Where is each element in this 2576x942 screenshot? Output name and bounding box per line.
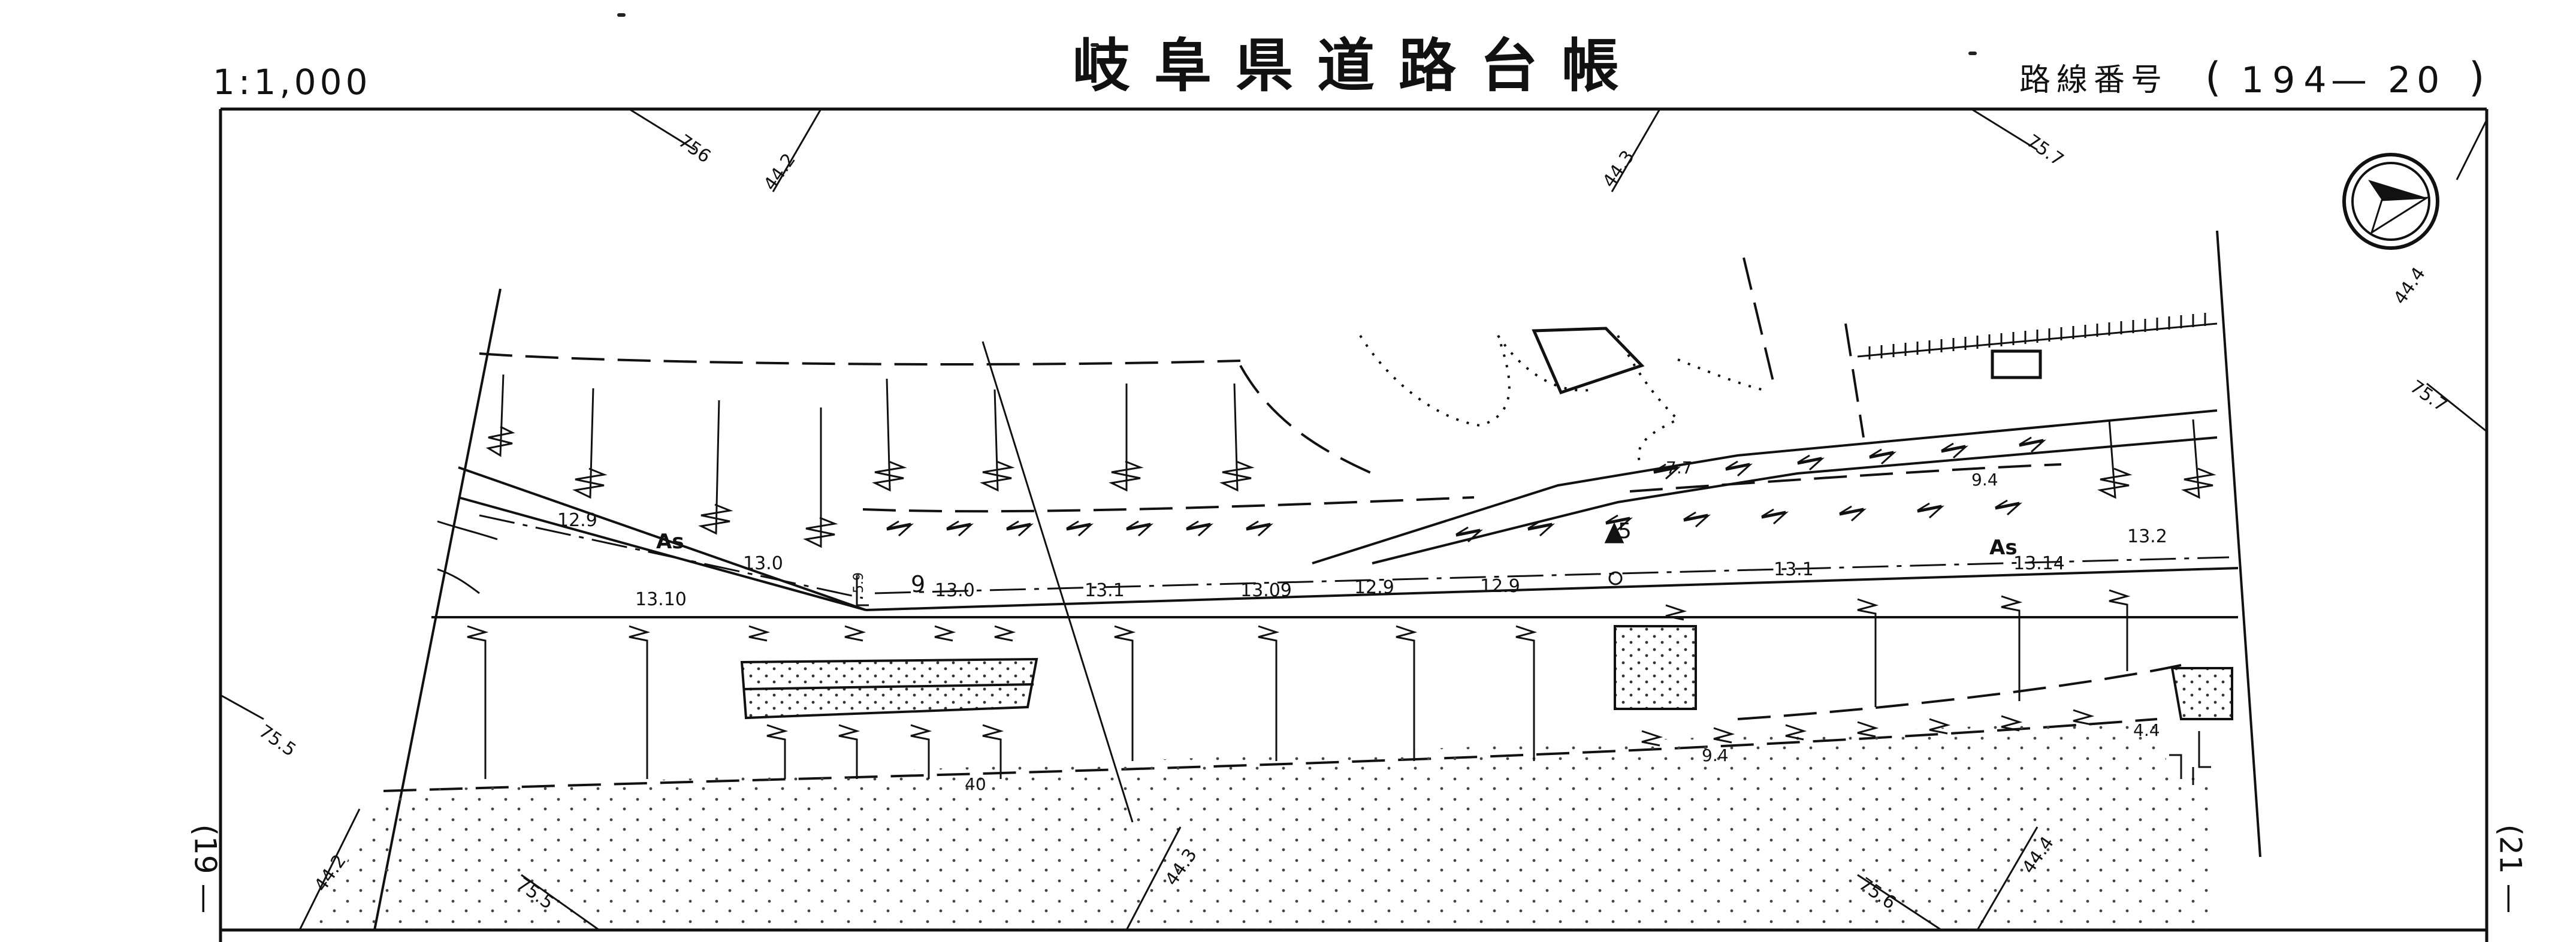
elevation-label: 12.9 xyxy=(1480,576,1520,597)
elevation-label: 13.1 xyxy=(1085,580,1125,601)
slope-marks-lower xyxy=(467,589,2194,785)
dashed-boundaries xyxy=(383,257,2182,792)
grid-tick-label: 75.7 xyxy=(2406,376,2451,416)
scan-speck xyxy=(1968,52,1977,55)
vegetation-boundary xyxy=(1359,334,1762,468)
road-centerline xyxy=(479,514,2230,599)
shaded-areas xyxy=(312,625,2233,930)
pavement-label-right: As xyxy=(1989,536,2018,560)
elevation-label: 12.9 xyxy=(557,510,597,531)
route-number-label: 路線番号 xyxy=(2019,62,2169,98)
pavement-label: As xyxy=(656,530,684,554)
page-title: 岐阜県道路台帳 xyxy=(1073,32,1643,99)
elevation-label: 13.10 xyxy=(635,589,687,610)
elevation-label: 13.1 xyxy=(1774,559,1814,580)
slope-marks xyxy=(485,374,2216,548)
road-edges xyxy=(431,409,2239,618)
point-label: 5 xyxy=(1618,519,1632,544)
route-number: 194 xyxy=(2241,59,2335,101)
elevation-label: 13.0 xyxy=(743,553,783,574)
other-lines xyxy=(437,341,2211,823)
north-arrow-icon xyxy=(2342,153,2439,250)
elevation-label: 13.09 xyxy=(1240,580,1292,601)
elevation-label: 13.14 xyxy=(2013,553,2065,574)
route-open-paren: ( xyxy=(2205,54,2221,101)
grid-tick-label: 75.7 xyxy=(2022,131,2067,171)
building xyxy=(1532,327,2042,395)
km-marker: 9 xyxy=(911,571,925,597)
elevation-label: 4.4 xyxy=(2133,720,2160,740)
elevation-label: 7.7 xyxy=(1666,458,1693,478)
grid-ticks xyxy=(220,108,2488,931)
scan-speck xyxy=(617,13,626,17)
elevation-label: 9.4 xyxy=(1702,745,1729,765)
route-sub-number: 20 xyxy=(2388,59,2446,101)
route-close-paren: ) xyxy=(2469,54,2485,101)
map-labels: As As 12.9 13.0 13.10 13.0 13.1 13.09 12… xyxy=(255,131,2451,914)
grid-tick-label: 75.5 xyxy=(255,721,300,761)
elevation-label: 13.0 xyxy=(935,580,975,601)
elevation-label: 12.9 xyxy=(1354,577,1394,598)
elevation-label: 40 xyxy=(965,774,986,794)
elevation-label: 9.4 xyxy=(1971,470,1998,490)
grid-tick-label: 44.4 xyxy=(2390,264,2430,309)
elevation-label: 13.2 xyxy=(2127,526,2167,547)
width-mark: 5.9 xyxy=(851,572,866,593)
route-separator: — xyxy=(2331,59,2367,101)
scan-speck xyxy=(1091,43,1099,47)
grid-tick-label: 44.3 xyxy=(1599,147,1639,192)
scale-label: 1:1,000 xyxy=(213,62,372,102)
grid-tick-label: 756 xyxy=(674,131,714,168)
fence xyxy=(1857,313,2218,360)
